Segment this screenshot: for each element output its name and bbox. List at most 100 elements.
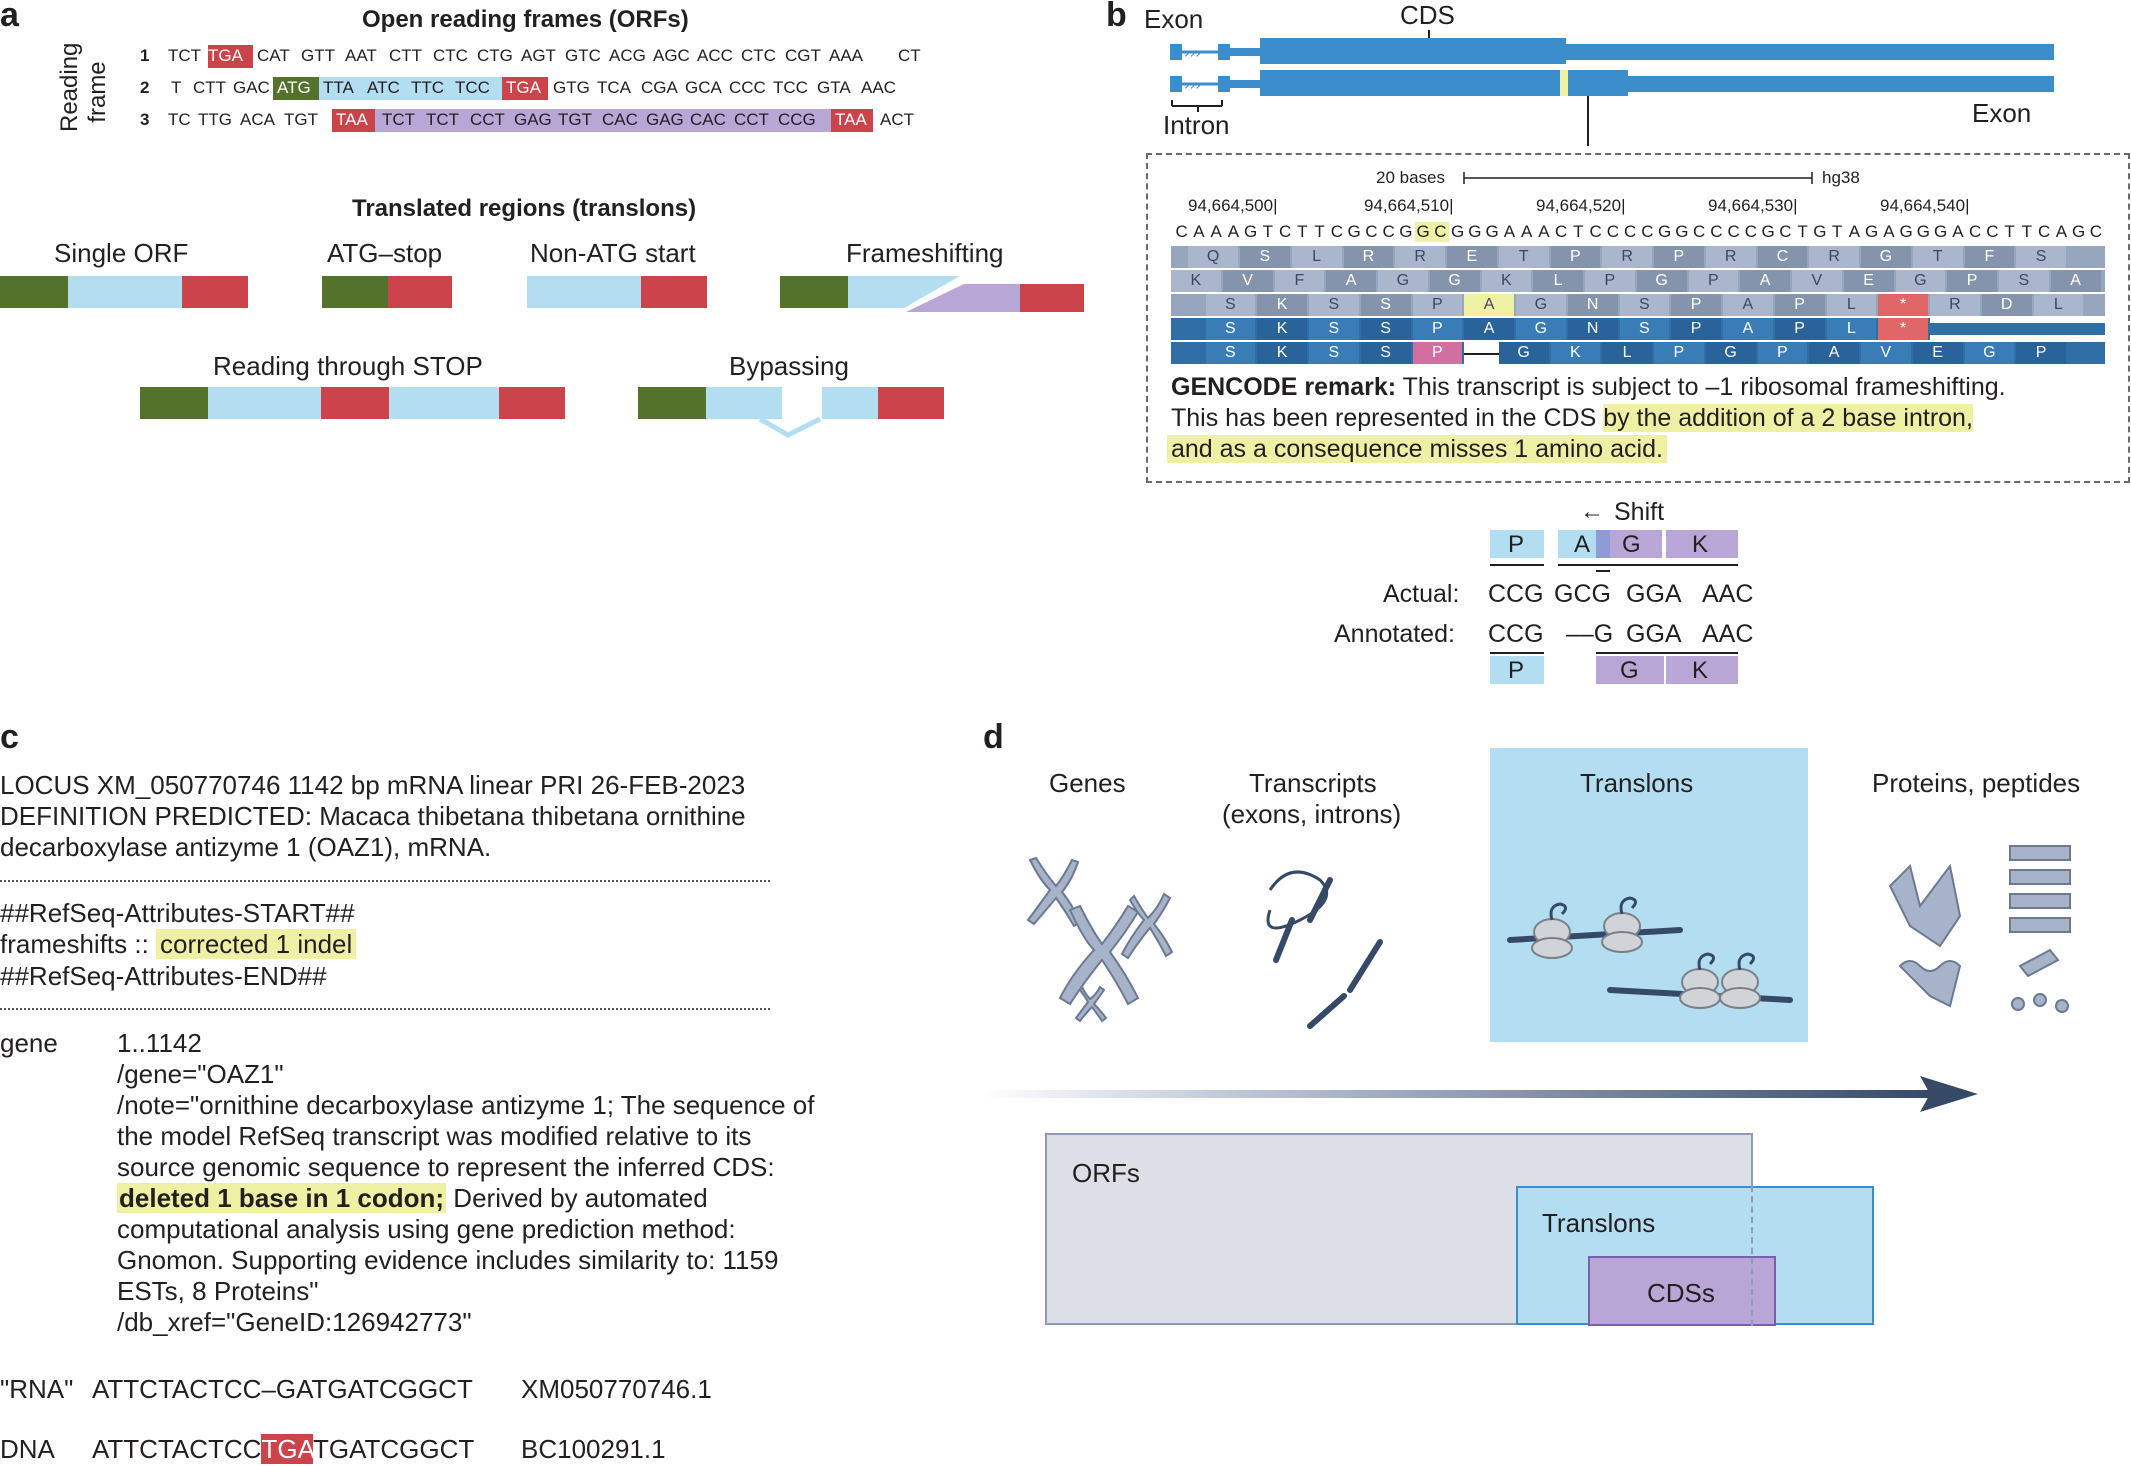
type-reading-through-stop: Reading through STOP (213, 351, 483, 381)
amino-acid: P (1688, 270, 1739, 292)
codon: TGT (558, 110, 592, 129)
codon: GAG (514, 110, 552, 129)
annot-underline-2 (1596, 652, 1666, 654)
annotated-codon-1: CCG (1488, 620, 1544, 648)
protein-1 (1888, 863, 1962, 948)
actual-codon-2: GCG (1554, 580, 1611, 608)
codon: TCT (168, 46, 202, 65)
translons-title: Translated regions (translons) (352, 195, 697, 222)
amino-acid: V (1222, 270, 1273, 292)
codon: ACC (697, 46, 733, 65)
venn-label-cds: CDSs (1647, 1278, 1715, 1308)
codon: ATG (277, 78, 311, 97)
fs-frame2 (906, 284, 1020, 312)
atg-stop-start (322, 276, 388, 308)
codon: CTG (477, 46, 513, 65)
dna-base: A (1503, 222, 1516, 241)
codon: TAA (336, 110, 368, 129)
dna-base: G (1813, 222, 1827, 241)
dna-base: C (1623, 222, 1637, 241)
codon: ACA (240, 110, 275, 129)
scale-label: 20 bases (1376, 168, 1445, 187)
amino-acid: L (1826, 318, 1877, 340)
orf-title: Open reading frames (ORFs) (362, 6, 689, 33)
stage-genes: Genes (1049, 768, 1126, 798)
dna-base: C (1779, 222, 1792, 241)
aa-top-g: G (1622, 531, 1641, 558)
fs-stop (1020, 284, 1084, 312)
amino-acid: S (1999, 270, 2049, 292)
aa-top-p: P (1508, 531, 1525, 558)
actual-codon-3: GGA (1626, 580, 1682, 608)
intron-arrows-1: ››› (1184, 46, 1201, 62)
dna-base: G (2072, 222, 2086, 241)
fs-frame1 (848, 276, 960, 308)
frame3-stop-box-2 (831, 109, 873, 132)
dna-accession: BC100291.1 (521, 1434, 666, 1464)
protein-3 (1898, 960, 1962, 1008)
dna-base: C (1986, 222, 1999, 241)
dna-base: C (1606, 222, 1620, 241)
codon: CAC (602, 110, 638, 129)
amino-acid: P (1412, 294, 1463, 316)
gene-annotation-line: ESTs, 8 Proteins" (117, 1276, 319, 1306)
codon: TCC (773, 78, 808, 97)
dna-base: A (2055, 222, 2068, 241)
dna-base: T (1797, 222, 1808, 241)
amino-acid: E (1447, 246, 1497, 268)
bp-skip (758, 416, 822, 438)
amino-acid: P (1585, 270, 1635, 292)
dna-base: C (1641, 222, 1654, 241)
amino-acid: G (1498, 342, 1549, 364)
dna-base: C (1727, 222, 1740, 241)
dna-base: G (1658, 222, 1672, 241)
dna-base: T (1262, 222, 1274, 241)
actual-codon-4: AAC (1702, 580, 1754, 608)
dna-base: C (2089, 222, 2103, 241)
aa-top-g-box (1610, 530, 1662, 558)
aa-bottom-g: G (1620, 657, 1639, 684)
transcript-segment-2 (1273, 917, 1295, 963)
scale-bar (1463, 172, 1813, 184)
amino-acid: L (1291, 246, 1342, 268)
dna-base: T (1314, 222, 1325, 241)
dna-base: G (1934, 222, 1948, 241)
progression-arrow (980, 1076, 1978, 1112)
codon: TCT (426, 110, 460, 129)
bp-body2 (822, 387, 878, 419)
annot-underline-3 (1666, 652, 1738, 654)
amino-acid: A (1740, 270, 1790, 292)
aa-top-p-box (1490, 530, 1544, 558)
coordinate-tick: 94,664,520| (1536, 196, 1626, 215)
cds-label: CDS (1400, 0, 1455, 30)
coordinate-tick: 94,664,510| (1364, 196, 1454, 215)
intron-line (1464, 353, 1499, 355)
amino-acid: R (1343, 246, 1394, 268)
codon: CTC (741, 46, 776, 65)
frame2-orf-box (319, 77, 502, 100)
amino-acid: P (1550, 246, 1601, 268)
t2-2base-intron (1560, 70, 1568, 96)
codon: GTC (565, 46, 601, 65)
panel-a-letter: a (0, 0, 19, 34)
amino-acid: D (1981, 294, 2032, 316)
amino-acid: Q (1188, 246, 1238, 268)
codon: CTC (433, 46, 468, 65)
t2-cds-b (1568, 70, 1628, 96)
aa-bottom-g-box (1596, 656, 1664, 684)
peptide-1 (2018, 948, 2060, 978)
dna-base: C (1554, 222, 1568, 241)
venn-orfs-edge-dashed (1751, 1186, 1753, 1326)
gene-bold-text: deleted 1 base in 1 codon; (117, 1183, 447, 1213)
amino-acid: G (1516, 294, 1566, 316)
codon-underline-shift (1596, 570, 1610, 572)
amino-acid: P (1774, 294, 1825, 316)
ribosomes-illustration (1507, 896, 1793, 1009)
frame3-stop-box-1 (332, 109, 375, 132)
amino-acid: G (1378, 270, 1428, 292)
t1-cds (1260, 38, 1566, 64)
codon: CTT (193, 78, 227, 97)
transcript-segment-1 (1307, 877, 1333, 923)
codon: CCT (470, 110, 505, 129)
amino-acid: R (1809, 246, 1859, 268)
